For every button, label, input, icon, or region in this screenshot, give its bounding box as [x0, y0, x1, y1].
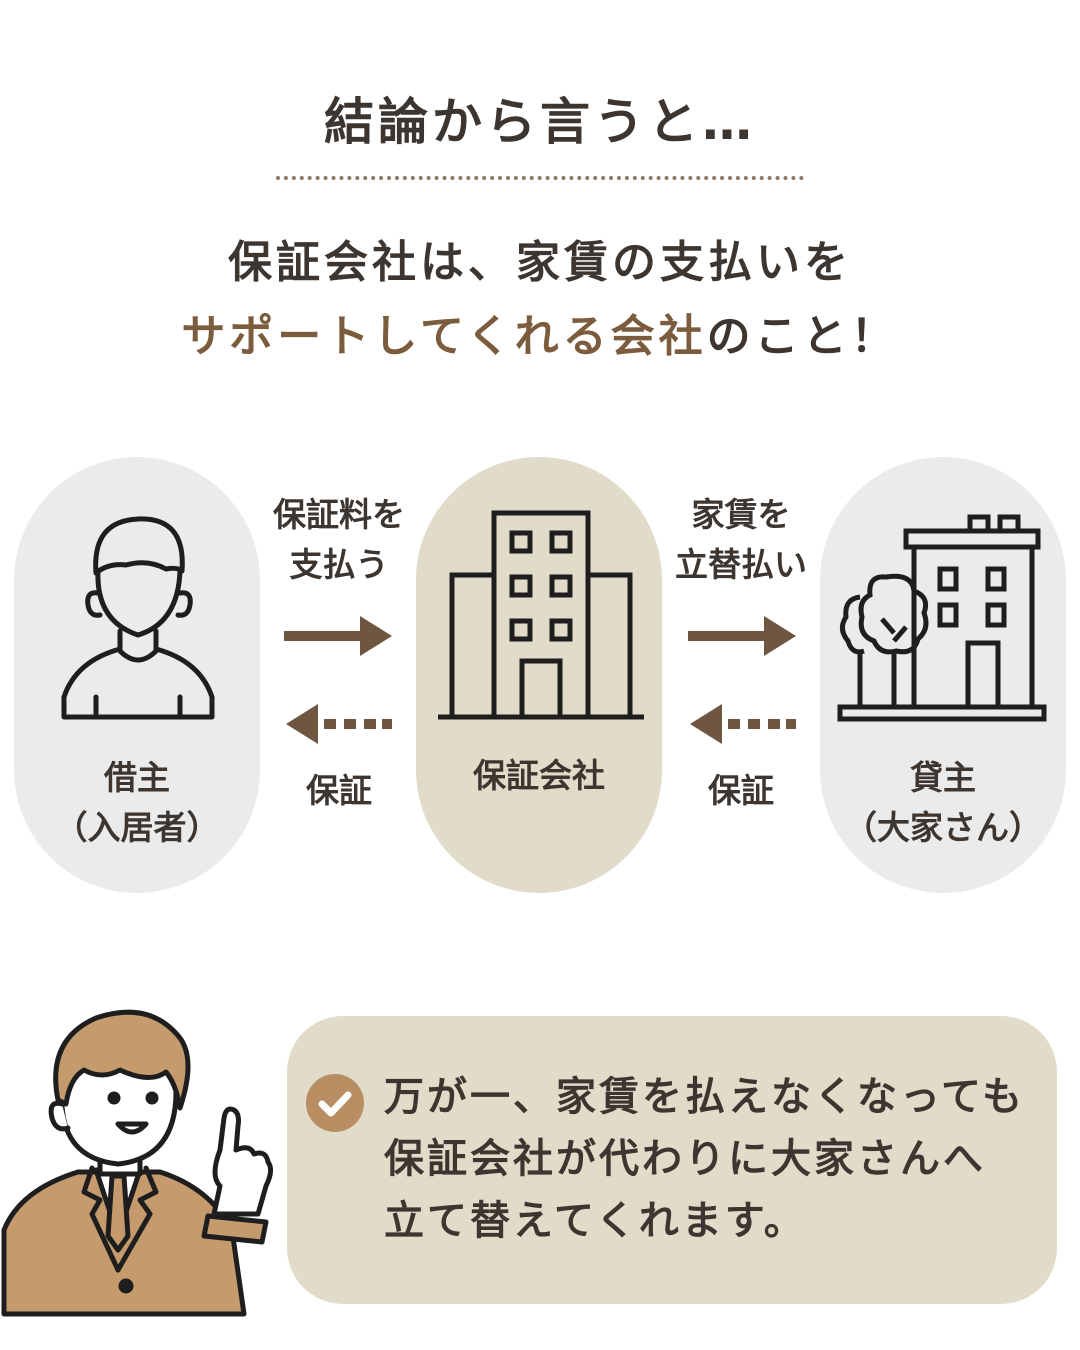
landlord-label: 貸主 [910, 758, 976, 797]
lead-text: 保証会社は、家賃の支払いを サポートしてくれる会社のこと！ [0, 226, 1080, 374]
callout-line-1: 万が一、家賃を払えなくなっても [384, 1074, 1025, 1120]
arrow-left-dotted [690, 704, 796, 744]
dotted-divider [276, 176, 804, 180]
callout-line-3: 立て替えてくれます。 [384, 1198, 807, 1244]
rent-advance-label: 家賃を 立替払い [656, 490, 826, 590]
fee-payment-label-line2: 支払う [289, 545, 389, 584]
guarantor-label: 保証会社 [473, 756, 605, 795]
office-building-icon [438, 510, 644, 720]
apartment-building-icon [837, 514, 1047, 722]
arrow-right-solid [688, 616, 796, 656]
lead-accent: サポートしてくれる会社 [181, 311, 707, 362]
callout-line-2: 保証会社が代わりに大家さんへ [384, 1136, 986, 1182]
check-icon [306, 1074, 364, 1132]
fee-payment-label: 保証料を 支払う [254, 490, 424, 590]
lead-line-1: 保証会社は、家賃の支払いを [228, 237, 852, 288]
lead-rest: のこと！ [706, 311, 899, 362]
guarantor-node: 保証会社 [416, 457, 662, 893]
businessman-pointing-illustration [1, 1009, 274, 1317]
lead-line-2: サポートしてくれる会社のこと！ [0, 300, 1080, 374]
page-heading: 結論から言うと… [324, 93, 756, 151]
tenant-label: 借主 [104, 758, 170, 797]
landlord-sublabel: （大家さん） [844, 808, 1042, 847]
landlord-node: 貸主 （大家さん） [820, 457, 1066, 893]
callout-box [287, 1016, 1057, 1304]
callout-text: 万が一、家賃を払えなくなっても 保証会社が代わりに大家さんへ 立て替えてくれます… [384, 1066, 1054, 1252]
fee-payment-label-line1: 保証料を [273, 495, 405, 534]
guarantee-right-label: 保証 [708, 771, 774, 810]
guarantee-left-label: 保証 [306, 771, 372, 810]
tenant-person-icon [61, 516, 215, 720]
tenant-node: 借主 （入居者） [14, 457, 260, 893]
arrow-right-solid [284, 616, 392, 656]
tenant-sublabel: （入居者） [54, 808, 220, 847]
arrow-left-dotted [286, 704, 392, 744]
rent-advance-label-line1: 家賃を [691, 495, 791, 534]
rent-advance-label-line2: 立替払い [675, 545, 807, 584]
